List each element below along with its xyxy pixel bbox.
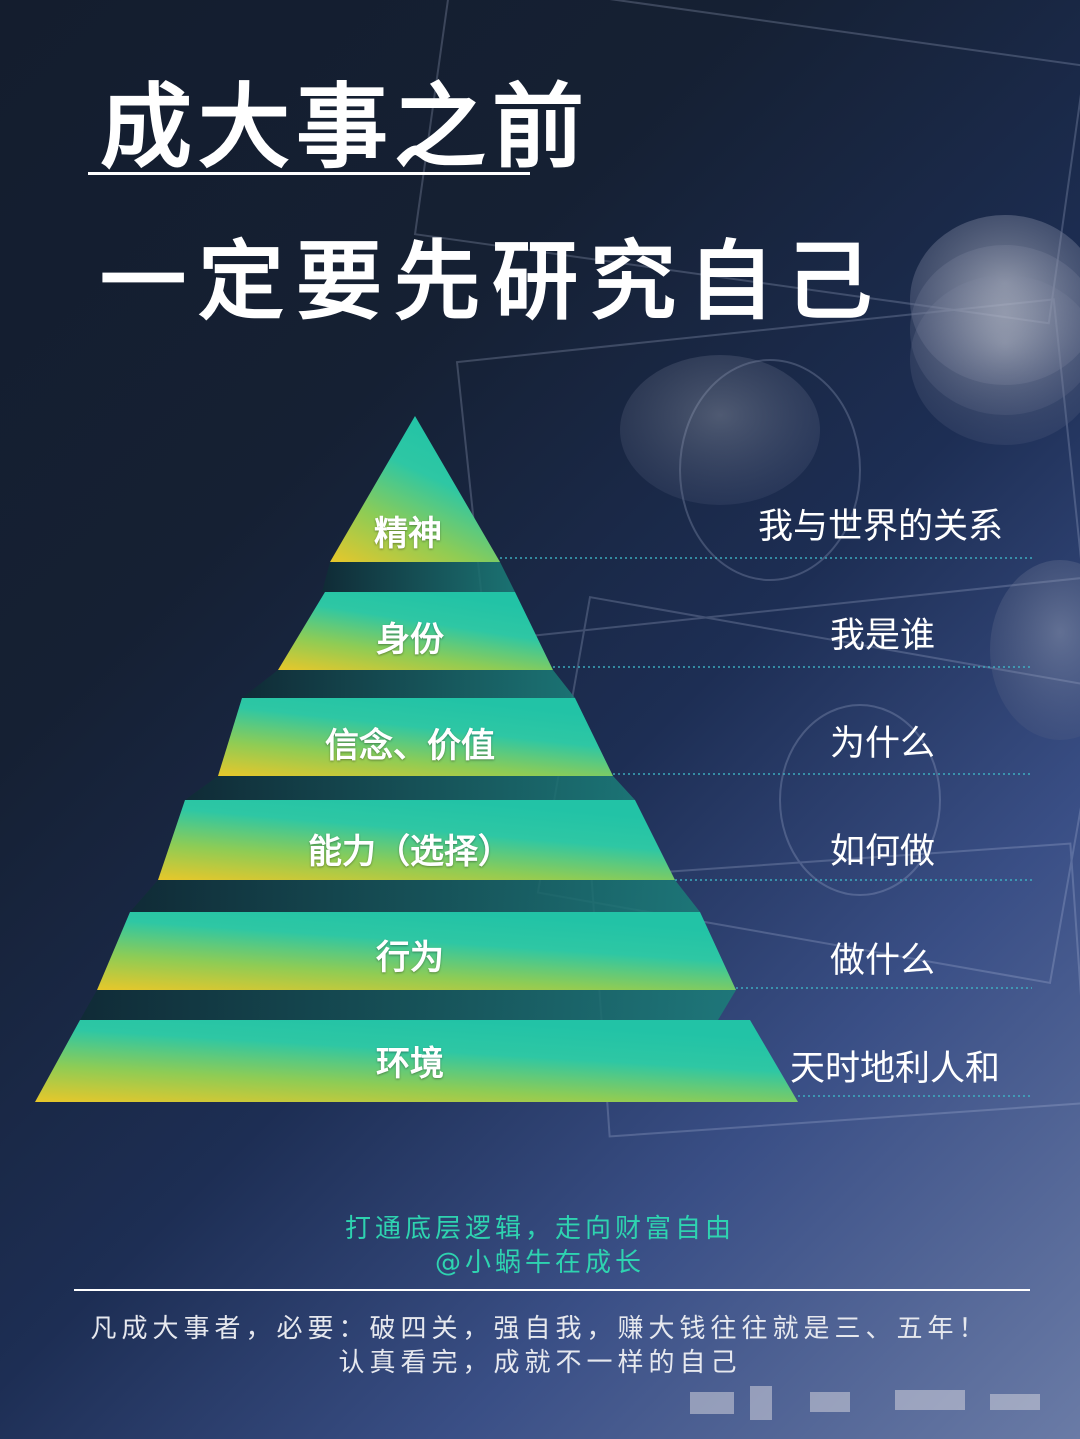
footer-slogan: 打通底层逻辑，走向财富自由 @小蜗牛在成长 (0, 1212, 1080, 1280)
question-beliefs: 为什么 (830, 724, 936, 764)
level-label-identity: 身份 (376, 620, 444, 660)
question-abilities: 如何做 (830, 832, 936, 872)
footer-text: 凡成大事者，必要：破四关，强自我，赚大钱往往就是三、五年！ 认真看完，成就不一样… (0, 1312, 1080, 1380)
question-behavior: 做什么 (830, 941, 936, 981)
question-spirit: 我与世界的关系 (758, 507, 1004, 547)
footer-text-line-1: 凡成大事者，必要：破四关，强自我，赚大钱往往就是三、五年！ (90, 1314, 990, 1344)
pyramid-layer-beliefs (218, 698, 613, 776)
title-line-2: 一定要先研究自己 (100, 232, 884, 332)
pyramid-layer-environment (35, 1020, 798, 1102)
layer-connector (80, 990, 736, 1020)
level-label-environment: 环境 (376, 1044, 444, 1084)
level-label-spirit: 精神 (374, 514, 442, 554)
pyramid-layer-abilities (158, 800, 675, 880)
layer-connector (130, 880, 700, 912)
layer-connector (185, 776, 635, 800)
pyramid-layer-spirit (330, 416, 500, 562)
footer-text-line-2: 认真看完，成就不一样的自己 (338, 1348, 742, 1378)
footer-divider (74, 1289, 1030, 1291)
level-label-behavior: 行为 (376, 938, 444, 978)
title-line-1: 成大事之前 (100, 74, 591, 181)
question-environment: 天时地利人和 (790, 1049, 1001, 1089)
pyramid-layer-behavior (97, 912, 736, 990)
slogan-line-1: 打通底层逻辑，走向财富自由 (344, 1214, 735, 1244)
question-identity: 我是谁 (830, 616, 936, 656)
level-label-abilities: 能力（选择） (308, 832, 512, 872)
layer-connector (242, 670, 575, 698)
layer-connector (322, 562, 515, 592)
title-underline (88, 172, 530, 175)
pyramid-layer-identity (278, 592, 553, 670)
author-handle: @小蜗牛在成长 (434, 1248, 645, 1278)
level-label-beliefs: 信念、价值 (325, 726, 495, 766)
